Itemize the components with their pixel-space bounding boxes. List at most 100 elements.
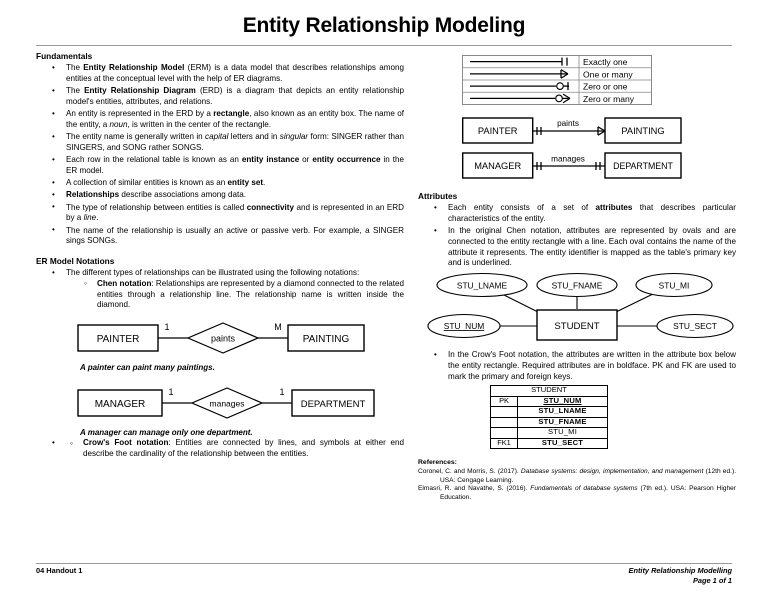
er-notations-list: The different types of relationships can… [36, 268, 404, 311]
oval-label-stu-sect: STU_SECT [673, 321, 717, 331]
list-item: The different types of relationships can… [52, 268, 404, 311]
key-cell: FK1 [490, 437, 518, 450]
student-attribute-box: STUDENT PK STU_NUM STU_LNAME STU_FNAME [490, 385, 736, 450]
crowsfoot-notation-item: Crow's Foot notation: Entities are conne… [70, 438, 404, 460]
attributes-heading: Attributes [418, 191, 458, 201]
cardinality-label-1: One or many [583, 69, 633, 79]
attribute-cell: STU_LNAME [517, 406, 608, 418]
cf2-right-entity-label: DEPARTMENT [613, 161, 673, 171]
attribute-cell: STU_NUM [517, 395, 608, 408]
table-row: STUDENT [490, 385, 608, 397]
table-row: STU_FNAME [490, 416, 608, 429]
cardinality-label-2: Zero or one [583, 82, 628, 92]
header-divider [36, 45, 732, 46]
er-notations-intro: The different types of relationships can… [66, 268, 360, 277]
chen-notation-label: Chen notation [97, 278, 152, 288]
attributes-list-2: In the Crow's Foot notation, the attribu… [418, 349, 736, 382]
page-title: Entity Relationship Modeling [242, 14, 526, 37]
oval-label-stu-lname: STU_LNAME [457, 281, 508, 291]
chen-diagram-painter-caption: A painter can paint many paintings. [80, 363, 215, 372]
key-cell [490, 427, 518, 439]
attribute-cell: STU_FNAME [517, 416, 608, 429]
chen-attribute-diagram-svg: STU_LNAME STU_FNAME STU_MI STU_NUM STU_S… [427, 272, 734, 341]
spacer-item: Crow's Foot notation: Entities are conne… [52, 438, 404, 460]
student-table: STUDENT PK STU_NUM STU_LNAME STU_FNAME [490, 385, 608, 450]
oval-label-stu-fname: STU_FNAME [552, 281, 603, 291]
chen2-right-cardinality: 1 [279, 387, 284, 397]
chen-diagram-painter: PAINTER paints PAINTING 1 M A painter ca… [66, 314, 404, 372]
table-row: FK1 STU_SECT [490, 437, 608, 450]
chen-notation-item: Chen notation: Relationships are represe… [84, 278, 404, 311]
entity-label-student: STUDENT [554, 321, 599, 332]
handout-page: Entity Relationship Modeling Fundamental… [0, 14, 768, 608]
chen-diagram-manager-svg: MANAGER manages DEPARTMENT 1 1 [77, 387, 375, 419]
list-item: The name of the relationship is usually … [52, 225, 404, 248]
crowsfoot-notation-list: Crow's Foot notation: Entities are conne… [36, 438, 404, 460]
chen-attribute-diagram: STU_LNAME STU_FNAME STU_MI STU_NUM STU_S… [422, 271, 736, 348]
cf2-relationship-label: manages [551, 155, 585, 164]
crowsfoot-diagrams: PAINTER paints PAINTING MANAGER [461, 116, 736, 187]
attribute-cell: STU_MI [517, 427, 608, 439]
cardinality-legend-svg: Exactly one One or many Zero or one [462, 55, 652, 105]
key-cell [490, 416, 518, 429]
table-row: STU_MI [490, 427, 608, 439]
chen1-left-entity-label: PAINTER [97, 334, 140, 345]
cardinality-legend: Exactly one One or many Zero or one [462, 55, 736, 110]
cf2-left-entity-label: MANAGER [474, 161, 521, 171]
table-row: STU_LNAME [490, 406, 608, 418]
fundamentals-heading: Fundamentals [36, 51, 93, 61]
student-table-title: STUDENT [490, 385, 608, 397]
footer-right-text: Entity Relationship Modelling Page 1 of … [629, 566, 732, 586]
list-item: Relationships describe associations amon… [52, 190, 404, 201]
chen2-left-entity-label: MANAGER [95, 399, 146, 410]
crowsfoot-notation-label: Crow's Foot notation [83, 438, 169, 447]
oval-label-stu-mi: STU_MI [659, 281, 690, 291]
chen2-right-entity-label: DEPARTMENT [301, 399, 366, 410]
attribute-cell: STU_SECT [517, 437, 608, 450]
list-item: Each row in the relational table is know… [52, 155, 404, 177]
key-cell [490, 406, 518, 418]
cardinality-label-0: Exactly one [583, 57, 628, 67]
list-item: The entity name is generally written in … [52, 132, 404, 154]
footer-left-text: 04 Handout 1 [36, 566, 83, 576]
chen2-relationship-label: manages [210, 399, 245, 409]
reference-item: Elmasri, R. and Navathe, S. (2016). Fund… [418, 485, 736, 501]
chen1-right-entity-label: PAINTING [303, 334, 350, 345]
cf1-right-entity-label: PAINTING [621, 126, 664, 136]
chen1-relationship-label: paints [211, 334, 236, 344]
crowsfoot-diagrams-svg: PAINTER paints PAINTING MANAGER [461, 117, 682, 179]
list-item: An entity is represented in the ERD by a… [52, 109, 404, 131]
list-item: Each entity consists of a set of attribu… [434, 203, 736, 225]
er-model-notations-heading: ER Model Notations [36, 256, 115, 266]
chen-diagram-manager: MANAGER manages DEPARTMENT 1 1 A manager… [66, 379, 404, 437]
notation-sublist-2: Crow's Foot notation: Entities are conne… [52, 438, 404, 460]
list-item: The type of relationship between entitie… [52, 202, 404, 225]
list-item: In the Crow's Foot notation, the attribu… [434, 349, 736, 382]
reference-item: Coronel, C. and Morris, S. (2017). Datab… [418, 468, 737, 484]
list-item: A collection of similar entities is know… [52, 178, 404, 189]
chen-diagram-painter-svg: PAINTER paints PAINTING 1 M [77, 322, 365, 354]
notation-sublist: Chen notation: Relationships are represe… [66, 278, 404, 311]
key-cell: PK [490, 395, 518, 408]
references-block: References: Coronel, C. and Morris, S. (… [418, 459, 736, 502]
cardinality-label-3: Zero or many [583, 94, 635, 104]
right-column: Exactly one One or many Zero or one [418, 51, 736, 502]
cf1-left-entity-label: PAINTER [478, 126, 518, 136]
fundamentals-list: The Entity Relationship Model (ERM) is a… [36, 63, 404, 247]
chen-notation-text: : Relationships are represented by a dia… [97, 278, 404, 310]
cf1-relationship-label: paints [557, 119, 579, 128]
chen-diagram-manager-caption: A manager can manage only one department… [80, 428, 253, 437]
chen1-right-cardinality: M [274, 322, 282, 332]
attributes-list: Each entity consists of a set of attribu… [418, 203, 736, 269]
chen2-left-cardinality: 1 [168, 387, 173, 397]
references-heading: References: [418, 459, 457, 467]
footer-divider [36, 563, 732, 564]
chen1-left-cardinality: 1 [164, 322, 169, 332]
page-footer: 04 Handout 1 Entity Relationship Modelli… [36, 566, 732, 586]
two-column-body: Fundamentals The Entity Relationship Mod… [0, 46, 768, 502]
list-item: The Entity Relationship Model (ERM) is a… [52, 63, 404, 85]
list-item: In the original Chen notation, attribute… [434, 226, 736, 269]
crowsfoot-notation-text: : Entities are connected by lines, and s… [83, 438, 404, 458]
left-column: Fundamentals The Entity Relationship Mod… [36, 51, 404, 461]
table-row: PK STU_NUM [490, 395, 608, 408]
